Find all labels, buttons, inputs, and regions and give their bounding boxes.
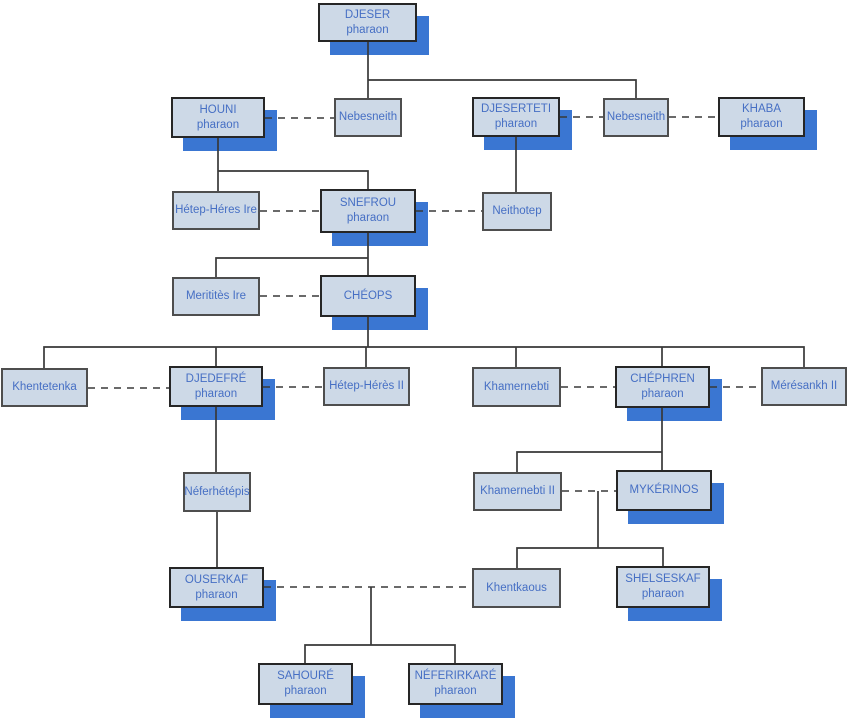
node-title: Neithotep <box>492 205 542 218</box>
node-neithotep: Neithotep <box>482 192 552 231</box>
node-title: Khentetenka <box>12 381 77 394</box>
node-hetep_heres_2: Hétep-Hérès II <box>323 367 410 406</box>
node-mykerinos: MYKÉRINOS <box>616 470 712 511</box>
node-khamernebti: Khamernebti <box>472 367 561 407</box>
node-shelseskaf: SHELSESKAF pharaon <box>616 566 710 608</box>
node-title: HOUNI <box>199 103 237 116</box>
node-meritites_1: Merititès Ire <box>172 277 260 316</box>
node-nebesneith1: Nebesneith <box>334 98 402 137</box>
node-subtitle: pharaon <box>284 685 327 697</box>
node-title: SNEFROU <box>339 197 397 210</box>
node-neferhetepis: Néferhétépis <box>183 472 251 512</box>
node-subtitle: pharaon <box>494 118 538 130</box>
node-nebesneith2: Nebesneith <box>603 98 669 137</box>
node-khamernebti_2: Khamernebti II <box>473 472 562 511</box>
node-sahoure: SAHOURÉ pharaon <box>258 663 353 705</box>
node-title: Khamernebti <box>483 380 550 393</box>
node-title: Khamernebti II <box>480 485 555 498</box>
node-chephren: CHÉPHREN pharaon <box>615 366 710 408</box>
node-djedefre: DJEDEFRÉ pharaon <box>169 366 263 407</box>
node-title: NÉFERIRKARÉ <box>414 670 497 683</box>
node-title: DJESER <box>344 8 391 21</box>
node-title: CHÉOPS <box>343 289 393 302</box>
marriage-lines <box>88 116 761 588</box>
node-subtitle: pharaon <box>346 23 389 36</box>
node-title: Hétep-Héres Ire <box>175 204 257 217</box>
node-subtitle: pharaon <box>346 212 390 224</box>
node-subtitle: pharaon <box>196 118 240 131</box>
node-title: Hétep-Hérès II <box>329 380 404 393</box>
node-subtitle: pharaon <box>195 588 238 601</box>
node-title: Néferhétépis <box>184 485 250 498</box>
node-subtitle: pharaon <box>434 685 477 697</box>
node-hetep_heres_1: Hétep-Héres Ire <box>172 191 260 230</box>
node-houni: HOUNI pharaon <box>171 97 265 138</box>
node-khentetenka: Khentetenka <box>1 368 88 407</box>
node-title: CHÉPHREN <box>630 373 695 386</box>
node-cheops: CHÉOPS <box>320 275 416 317</box>
node-title: Khentkaous <box>486 581 547 594</box>
node-ouserkaf: OUSERKAF pharaon <box>169 567 264 608</box>
node-djeser: DJESER pharaon <box>318 3 417 42</box>
node-subtitle: pharaon <box>740 118 783 130</box>
node-subtitle: pharaon <box>194 387 238 400</box>
node-subtitle: pharaon <box>641 388 684 400</box>
node-title: KHABA <box>742 103 781 116</box>
node-title: MYKÉRINOS <box>629 484 699 497</box>
node-title: DJEDEFRÉ <box>185 372 247 385</box>
node-subtitle: pharaon <box>641 588 685 600</box>
node-djeserteti: DJESERTETI pharaon <box>472 97 560 137</box>
node-title: SAHOURÉ <box>277 670 334 683</box>
node-khentkaous: Khentkaous <box>472 568 561 608</box>
node-neferirkare: NÉFERIRKARÉ pharaon <box>408 663 503 705</box>
node-title: Mérésankh II <box>770 380 838 393</box>
node-meresankh_2: Mérésankh II <box>761 367 847 406</box>
node-title: SHELSESKAF <box>625 573 701 586</box>
descent-lines <box>43 42 805 663</box>
node-title: OUSERKAF <box>184 573 249 586</box>
node-title: Merititès Ire <box>185 290 247 303</box>
node-snefrou: SNEFROU pharaon <box>320 189 416 233</box>
node-title: DJESERTETI <box>480 103 552 116</box>
node-khaba: KHABA pharaon <box>718 97 805 137</box>
node-title: Nebesneith <box>606 111 666 124</box>
node-title: Nebesneith <box>338 111 398 124</box>
